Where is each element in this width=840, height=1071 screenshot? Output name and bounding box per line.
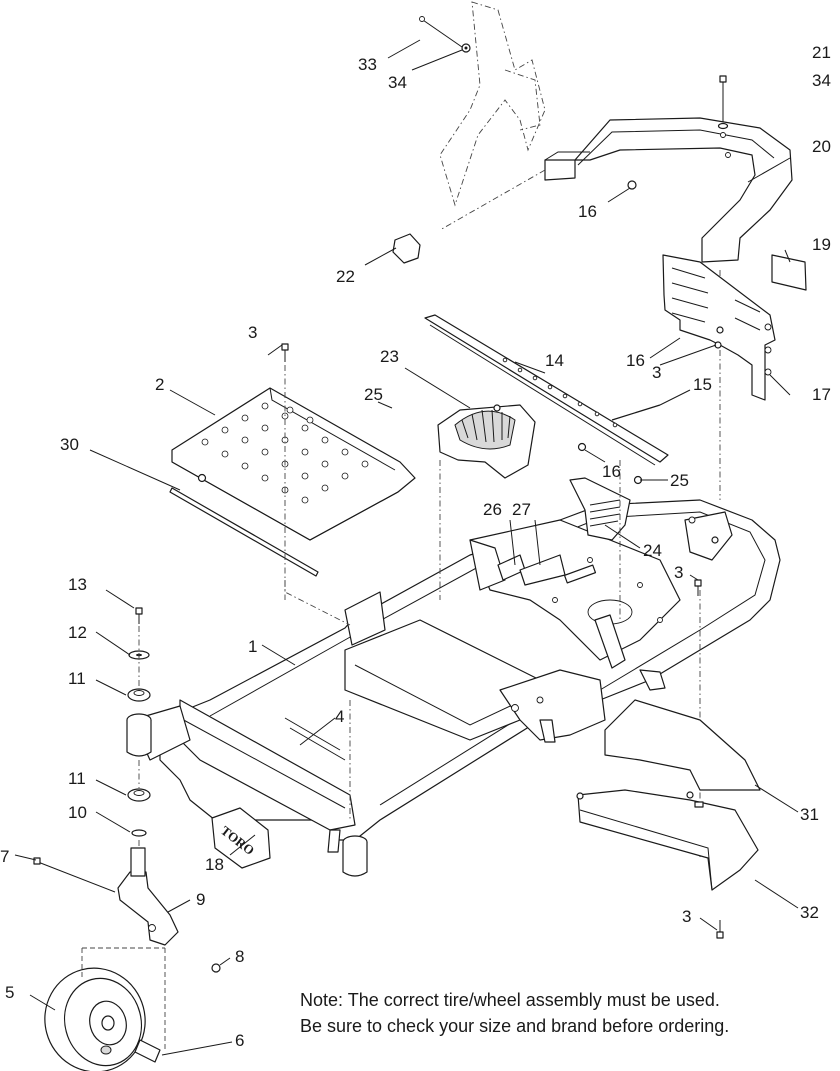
- bracket-27: [519, 554, 566, 586]
- callout-12: 12: [68, 623, 87, 642]
- note-line-1: Note: The correct tire/wheel assembly mu…: [300, 990, 720, 1010]
- callout-21: 21: [812, 43, 831, 62]
- callout-27: 27: [512, 500, 531, 519]
- callout-16-rail: 16: [602, 462, 621, 481]
- strip-30: [169, 487, 319, 577]
- cap-22: [392, 233, 421, 264]
- callout-34-right: 34: [812, 71, 831, 90]
- callout-3-frame: 3: [674, 563, 683, 582]
- callout-11-lower: 11: [68, 769, 86, 788]
- vent-cover-23: [437, 404, 536, 479]
- callout-32: 32: [800, 903, 819, 922]
- caster-fork-9: [117, 847, 179, 946]
- callout-3-shield: 3: [682, 907, 691, 926]
- callout-16-guard: 16: [626, 351, 645, 370]
- bolt-33: [419, 16, 471, 53]
- callout-23: 23: [380, 347, 399, 366]
- callout-3-seat: 3: [248, 323, 257, 342]
- shield-31: [604, 699, 761, 791]
- callout-18: 18: [205, 855, 224, 874]
- guard-17: [662, 254, 776, 401]
- caster-hardware: [127, 607, 151, 870]
- callout-33: 33: [358, 55, 377, 74]
- callout-20: 20: [812, 137, 831, 156]
- callout-6: 6: [235, 1031, 244, 1050]
- nut-16-rail: [577, 442, 587, 452]
- callout-5: 5: [5, 983, 14, 1002]
- callout-13: 13: [68, 575, 87, 594]
- pin-15: [611, 404, 661, 421]
- callout-8: 8: [235, 947, 244, 966]
- callout-7: 7: [0, 847, 9, 866]
- callout-4: 4: [335, 707, 344, 726]
- spacer-6: [134, 1039, 161, 1063]
- callout-9: 9: [196, 890, 205, 909]
- decal-4: [284, 717, 341, 751]
- callout-17: 17: [812, 385, 831, 404]
- leader-lines: [14, 39, 799, 1056]
- seat-mount-outline: [439, 1, 546, 207]
- axle-bolt-7: [33, 857, 116, 893]
- callout-15: 15: [693, 375, 712, 394]
- callout-labels: 33 34 21 34 20 16 19 22 3 16 3 14 23 15 …: [0, 43, 831, 1050]
- callout-34-top: 34: [388, 73, 407, 92]
- decal-4b: [289, 727, 346, 761]
- callout-10: 10: [68, 803, 87, 822]
- callout-3-guard: 3: [652, 363, 661, 382]
- bolt-3-seat: [281, 343, 289, 362]
- callout-31: 31: [800, 805, 819, 824]
- callout-14: 14: [545, 351, 564, 370]
- callout-11-upper: 11: [68, 669, 86, 688]
- shield-32: [576, 789, 759, 891]
- main-frame-1: [126, 499, 781, 877]
- callout-24: 24: [643, 541, 662, 560]
- decal-19: [771, 254, 807, 291]
- plate-24: [569, 475, 643, 541]
- callout-19: 19: [812, 235, 831, 254]
- note-line-2: Be sure to check your size and brand bef…: [300, 1016, 730, 1036]
- toro-logo-plate-18: TORO: [211, 807, 271, 869]
- rail-14: [424, 314, 669, 466]
- ordering-note: Note: The correct tire/wheel assembly mu…: [300, 987, 729, 1039]
- callout-22: 22: [336, 267, 355, 286]
- callout-16-top: 16: [578, 202, 597, 221]
- callout-30: 30: [60, 435, 79, 454]
- bolt-3-shield: [716, 920, 724, 939]
- wheel-5: [44, 967, 146, 1071]
- nut-16-top: [627, 180, 637, 190]
- callout-1: 1: [248, 637, 257, 656]
- callout-26: 26: [483, 500, 502, 519]
- callout-2: 2: [155, 375, 164, 394]
- callout-25-vent: 25: [364, 385, 383, 404]
- bolt-21: [717, 75, 729, 130]
- callout-25-plate: 25: [670, 471, 689, 490]
- handle-bar-20: [544, 117, 793, 263]
- nut-8: [211, 963, 221, 973]
